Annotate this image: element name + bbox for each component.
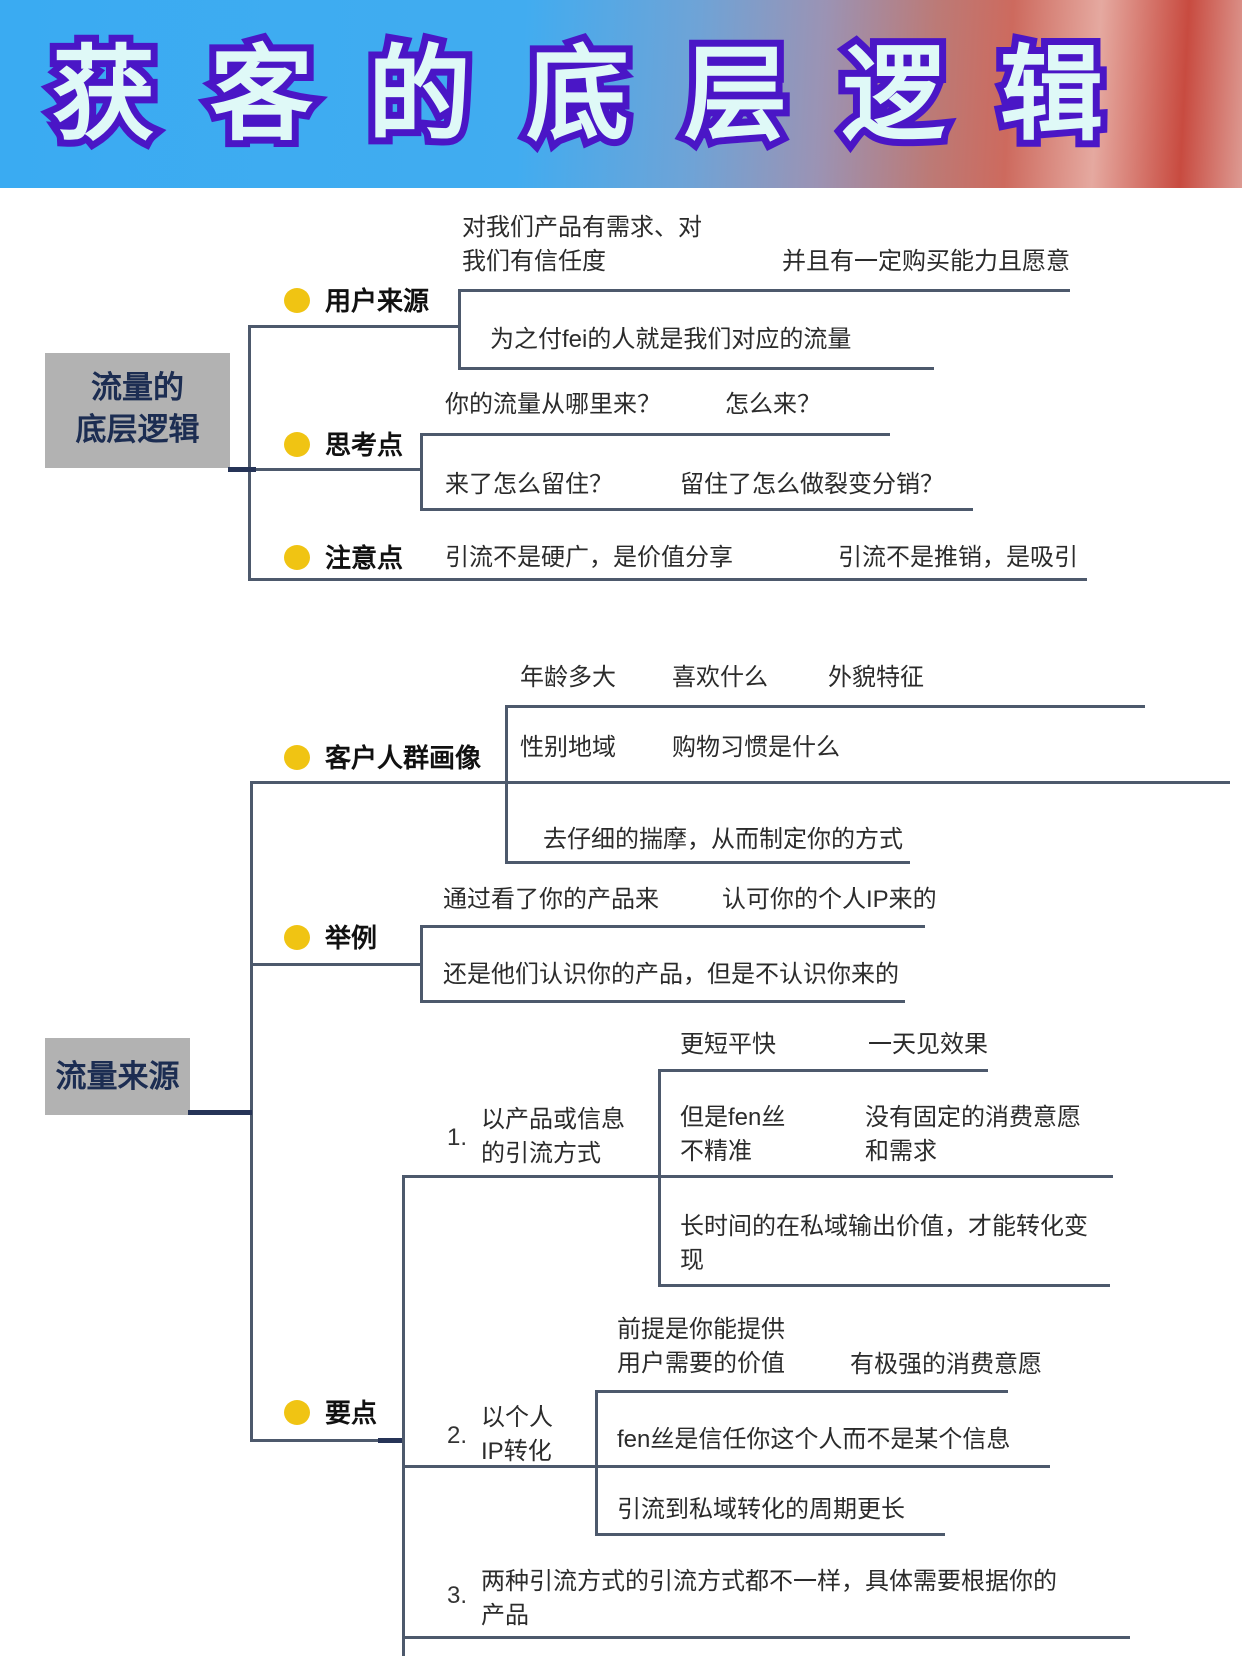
- note-text: 前提是你能提供用户需要的价值: [617, 1316, 785, 1377]
- list-item-2: 2. 以个人IP转化: [447, 1401, 559, 1469]
- item-number: 2.: [447, 1422, 468, 1449]
- page-title: 获客的底层逻辑 获客的底层逻辑: [0, 0, 1242, 188]
- note-text: fen丝是信任你这个人而不是某个信息: [617, 1426, 1011, 1453]
- note-text: 你的流量从哪里来？: [445, 391, 661, 418]
- connector-line: [658, 1069, 661, 1287]
- bullet-dot-icon: [284, 288, 310, 313]
- item-number: 1.: [447, 1124, 468, 1151]
- bullet-dot-icon: [284, 1400, 310, 1425]
- note-text: 长时间的在私域输出价值，才能转化变现: [680, 1213, 1088, 1274]
- note-text: 购物习惯是什么: [672, 734, 840, 761]
- branch-label-user-source: 用户来源: [325, 286, 430, 316]
- item-number: 3.: [447, 1582, 468, 1609]
- note-text: 但是fen丝不精准: [680, 1104, 786, 1165]
- connector-line: [595, 1533, 945, 1536]
- connector-line: [420, 508, 973, 511]
- bullet-dot-icon: [284, 432, 310, 457]
- root-node-traffic-source: 流量来源: [45, 1038, 190, 1115]
- root-node-line2: 底层逻辑: [75, 412, 200, 447]
- root-node-traffic-logic: 流量的 底层逻辑: [45, 353, 230, 468]
- connector-line: [248, 325, 458, 328]
- branch-label-thinking-points: 思考点: [325, 430, 404, 460]
- item-text: 以产品或信息的引流方式: [481, 1106, 626, 1167]
- connector-line: [250, 963, 420, 966]
- note-text: 没有固定的消费意愿和需求: [865, 1104, 1081, 1165]
- branch-label-key-points: 要点: [325, 1398, 378, 1428]
- note-text: 留住了怎么做裂变分销？: [680, 471, 944, 498]
- branch-label-attention-points: 注意点: [325, 543, 404, 573]
- connector-line: [420, 1000, 905, 1003]
- connector-line: [420, 433, 423, 511]
- bullet-dot-icon: [284, 745, 310, 770]
- item-text: 以个人IP转化: [481, 1404, 554, 1465]
- note-text: 为之付fei的人就是我们对应的流量: [490, 326, 852, 353]
- note-text: 来了怎么留住？: [445, 471, 613, 498]
- note-text: 还是他们认识你的产品，但是不认识你来的: [443, 961, 899, 988]
- connector-line: [248, 327, 251, 580]
- connector-line: [402, 1636, 1130, 1639]
- connector-line: [505, 705, 508, 864]
- connector-line: [595, 1390, 598, 1536]
- note-text: 有极强的消费意愿: [850, 1351, 1042, 1378]
- title-banner: 获客的底层逻辑 获客的底层逻辑: [0, 0, 1242, 188]
- connector-line: [458, 289, 461, 370]
- connector-joint: [188, 1110, 252, 1115]
- bullet-dot-icon: [284, 545, 310, 570]
- connector-line: [505, 705, 1145, 708]
- connector-line: [402, 1175, 1113, 1178]
- note-text: 一天见效果: [868, 1031, 988, 1058]
- note-text: 引流到私域转化的周期更长: [617, 1496, 905, 1523]
- connector-line: [230, 468, 420, 471]
- note-text: 年龄多大: [520, 664, 616, 691]
- connector-line: [595, 1390, 1008, 1393]
- list-item-1: 1. 以产品或信息的引流方式: [447, 1103, 629, 1171]
- connector-joint: [228, 467, 256, 472]
- branch-label-example: 举例: [325, 923, 378, 953]
- note-text: 去仔细的揣摩，从而制定你的方式: [543, 826, 903, 853]
- connector-line: [505, 861, 910, 864]
- note-text: 更短平快: [680, 1031, 776, 1058]
- note-text: 外貌特征: [828, 664, 924, 691]
- connector-line: [250, 781, 1230, 784]
- connector-line: [420, 433, 890, 436]
- connector-line: [420, 925, 423, 1003]
- note-text: 认可你的个人IP来的: [722, 886, 937, 913]
- note-text: 引流不是推销，是吸引: [838, 544, 1078, 571]
- connector-line: [658, 1284, 1110, 1287]
- note-text: 怎么来？: [725, 391, 821, 418]
- root-node-line1: 流量的: [91, 370, 184, 405]
- item-text: 两种引流方式的引流方式都不一样，具体需要根据你的产品: [481, 1568, 1058, 1629]
- bullet-dot-icon: [284, 925, 310, 950]
- note-text: 通过看了你的产品来: [443, 886, 659, 913]
- list-item-3: 3. 两种引流方式的引流方式都不一样，具体需要根据你的产品: [447, 1565, 1066, 1633]
- page-title-outline: 获客的底层逻辑: [45, 30, 1158, 159]
- note-text: 并且有一定购买能力且愿意: [782, 248, 1070, 275]
- connector-line: [250, 1439, 404, 1442]
- connector-line: [402, 1465, 1050, 1468]
- note-text: 性别地域: [520, 734, 616, 761]
- branch-label-customer-persona: 客户人群画像: [325, 743, 482, 773]
- note-text: 引流不是硬广，是价值分享: [445, 544, 733, 571]
- connector-line: [458, 289, 1070, 292]
- connector-line: [458, 367, 934, 370]
- connector-line: [420, 925, 925, 928]
- connector-line: [402, 1176, 405, 1656]
- note-text: 对我们产品有需求、对我们有信任度: [462, 214, 702, 275]
- connector-line: [248, 578, 1087, 581]
- connector-joint: [378, 1438, 404, 1443]
- page-title-text: 获客的底层逻辑: [52, 37, 1158, 152]
- connector-line: [658, 1069, 988, 1072]
- note-text: 喜欢什么: [672, 664, 768, 691]
